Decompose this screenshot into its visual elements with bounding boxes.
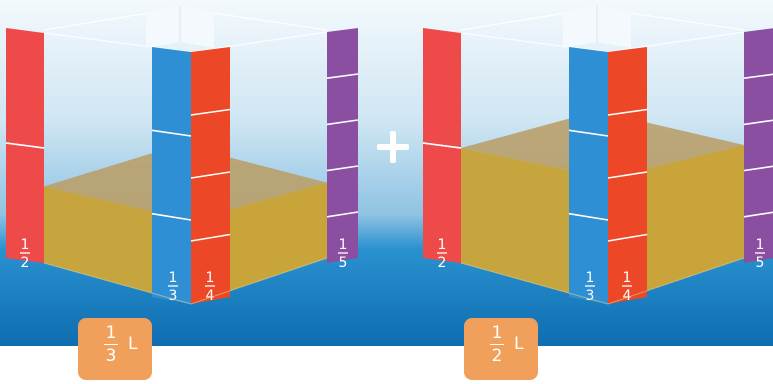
volume-fraction: 1 3 xyxy=(104,324,118,366)
fraction-denominator: 3 xyxy=(169,288,178,304)
fraction-numerator: 1 xyxy=(169,270,178,286)
plus-icon xyxy=(374,128,412,166)
fraction-numerator: 1 xyxy=(756,237,765,253)
fraction-denominator: 2 xyxy=(438,255,447,271)
fraction-numerator: 1 xyxy=(438,237,447,253)
volume-denominator: 3 xyxy=(106,346,117,366)
volume-badge-left: 1 3 L xyxy=(78,318,152,380)
fraction-denominator: 2 xyxy=(21,255,30,271)
fraction-numerator: 1 xyxy=(206,270,215,286)
fraction-numerator: 1 xyxy=(623,270,632,286)
fraction-denominator: 5 xyxy=(339,255,348,271)
volume-unit: L xyxy=(128,334,137,354)
bar-third xyxy=(152,47,191,304)
volume-unit: L xyxy=(514,334,523,354)
fraction-numerator: 1 xyxy=(586,270,595,286)
bar-fifth xyxy=(744,28,773,263)
fraction-numerator: 1 xyxy=(339,237,348,253)
fraction-denominator: 5 xyxy=(756,255,765,271)
fraction-numerator: 1 xyxy=(21,237,30,253)
bar-fifth xyxy=(327,28,358,263)
fraction-denominator: 3 xyxy=(586,288,595,304)
volume-numerator: 1 xyxy=(492,323,503,343)
bar-third xyxy=(569,47,608,304)
volume-denominator: 2 xyxy=(492,346,503,366)
volume-fraction: 1 2 xyxy=(490,324,504,366)
volume-badge-right: 1 2 L xyxy=(464,318,538,380)
volume-numerator: 1 xyxy=(106,323,117,343)
